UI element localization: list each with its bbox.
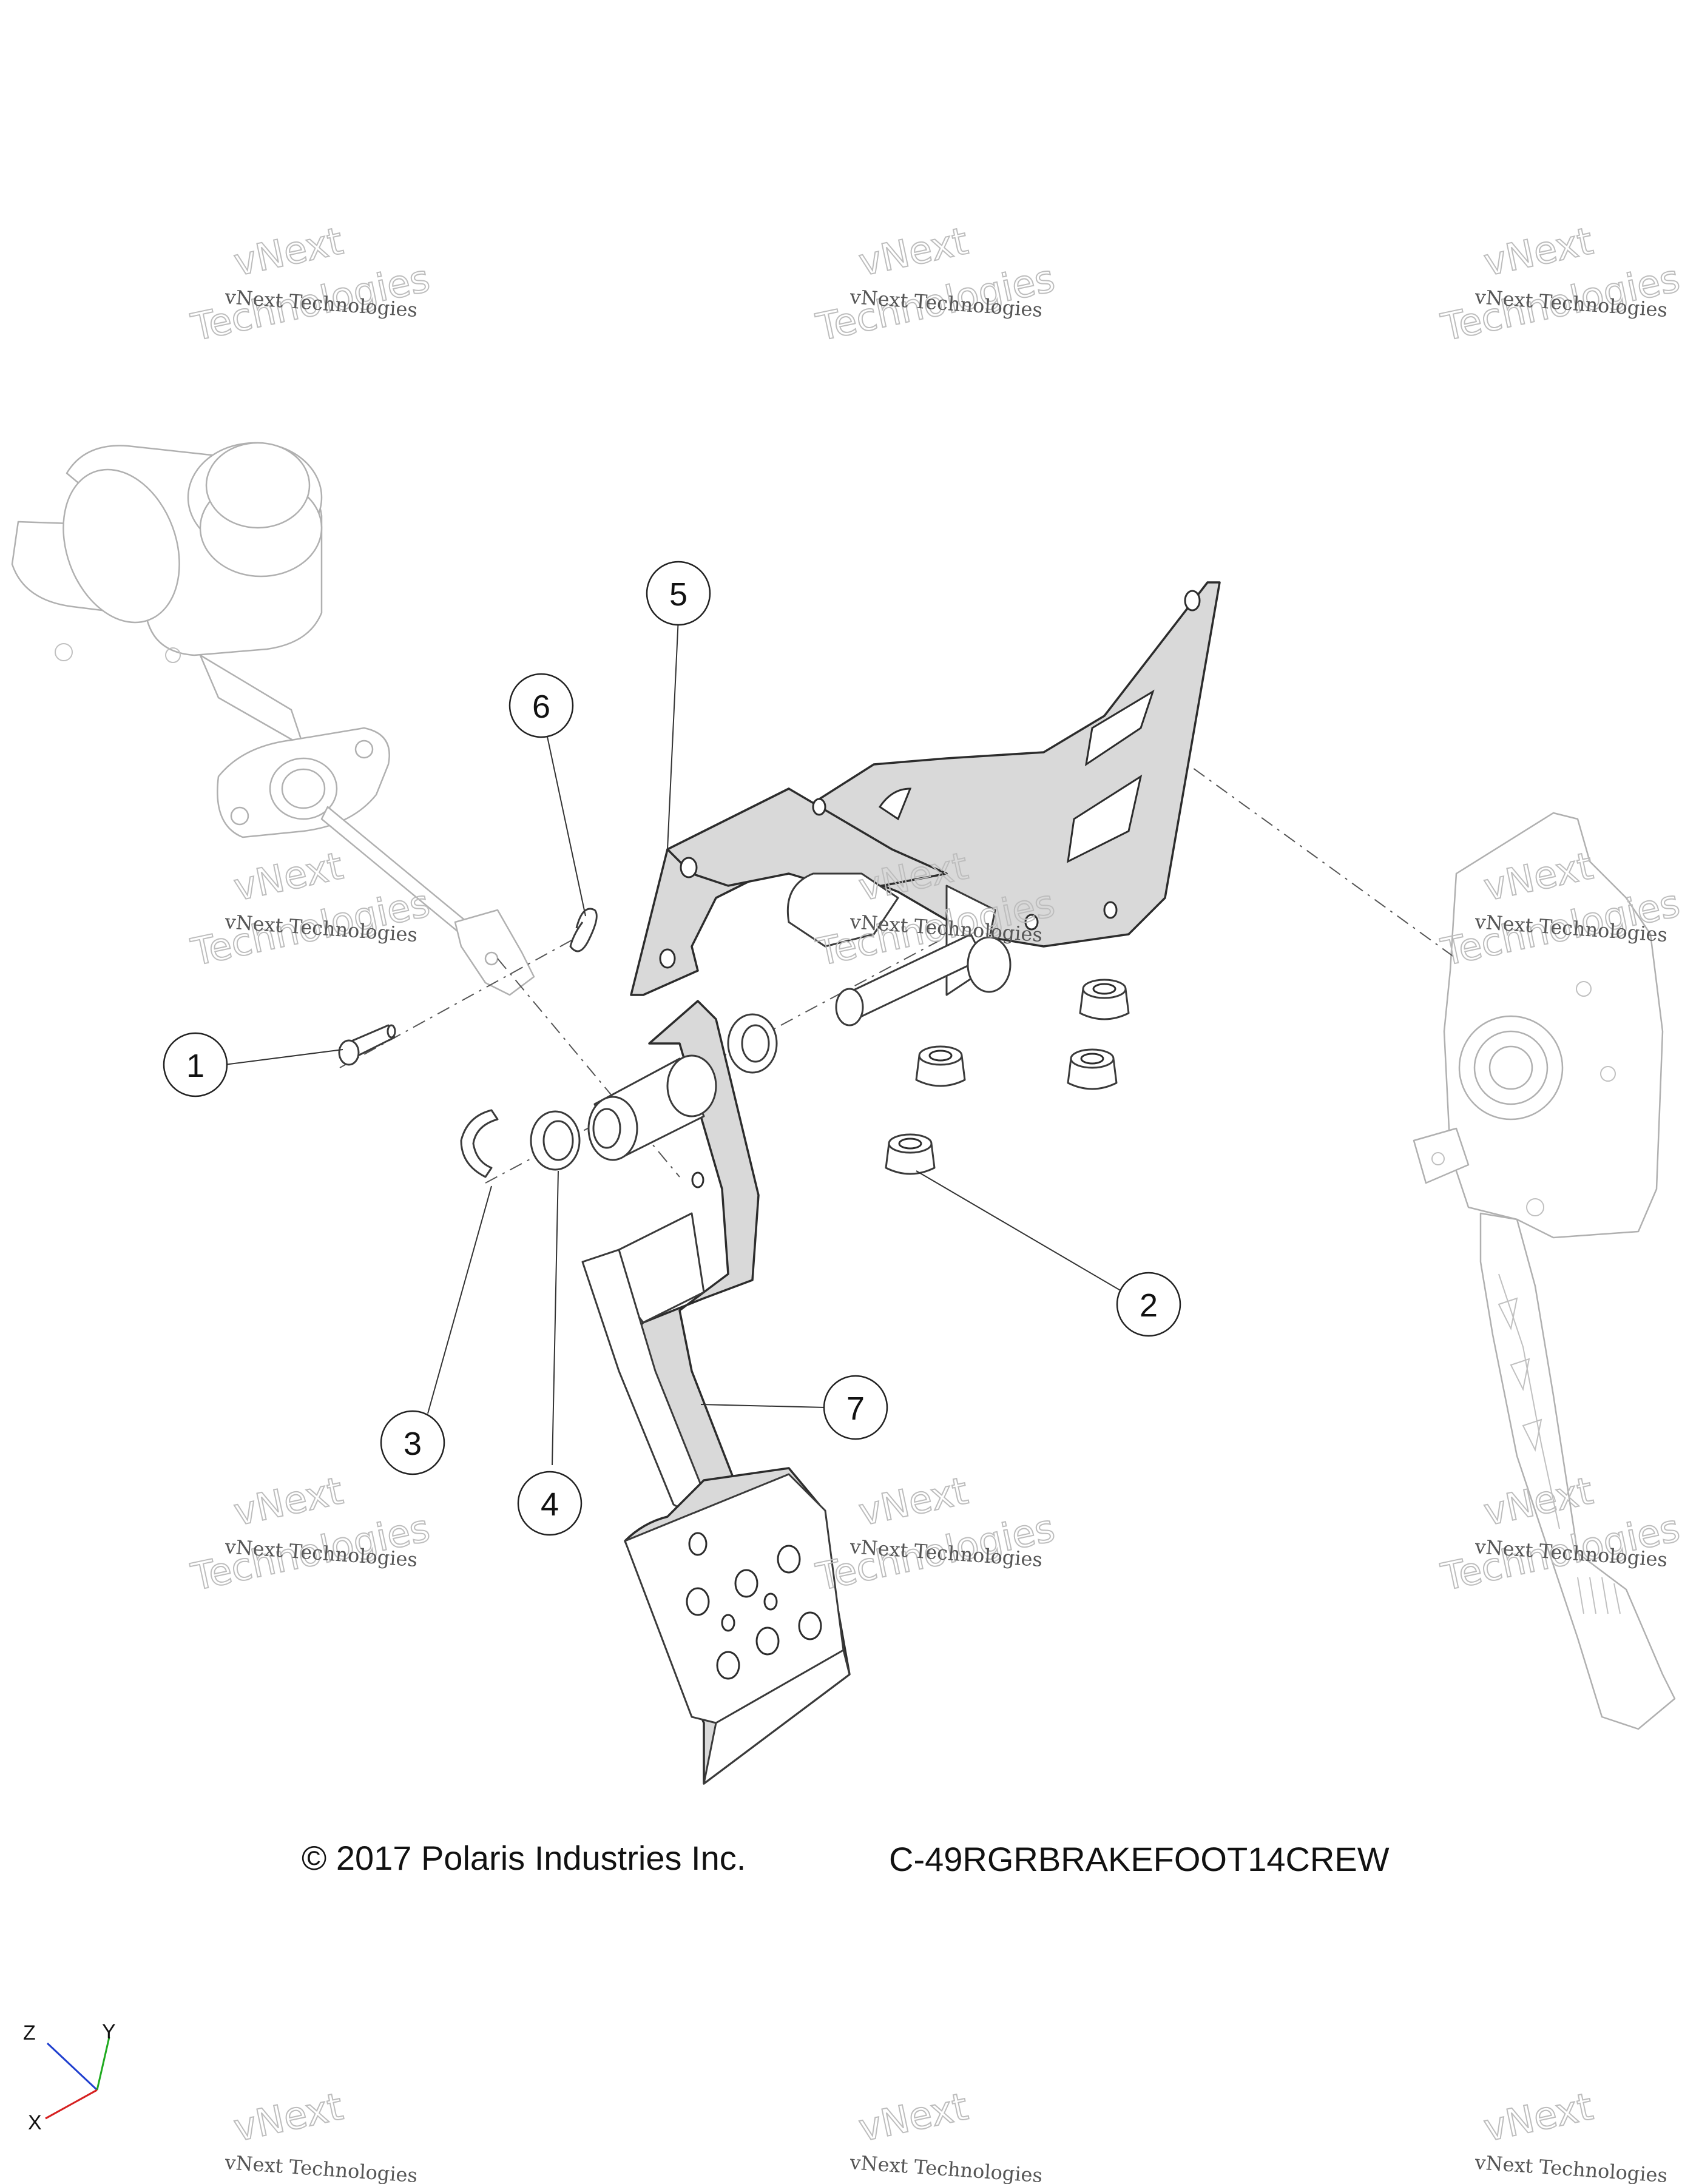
copyright-notice: © 2017 Polaris Industries Inc. bbox=[302, 1839, 746, 1877]
callout-4: 4 bbox=[517, 1471, 583, 1536]
watermark-r4c1: vNext vNext Technologies bbox=[223, 2083, 418, 2184]
clevis-pin-part-1 bbox=[338, 1024, 396, 1066]
x-axis-label: X bbox=[28, 2111, 42, 2134]
watermark-r1c1: vNext Technologies vNext Technologies bbox=[187, 218, 434, 350]
callout-1: 1 bbox=[163, 1032, 228, 1097]
svg-text:vNext: vNext bbox=[230, 2084, 346, 2150]
watermark-r1c2: vNext Technologies vNext Technologies bbox=[812, 218, 1059, 350]
svg-text:vNext: vNext bbox=[855, 2084, 971, 2150]
callout-7-label: 7 bbox=[846, 1390, 865, 1427]
svg-text:vNext Technologies: vNext Technologies bbox=[223, 2151, 418, 2184]
flange-washer-part-4 bbox=[530, 1110, 581, 1171]
z-axis-label: Z bbox=[23, 2021, 36, 2044]
watermark-r1c3: vNext Technologies vNext Technologies bbox=[1437, 218, 1684, 350]
watermark-r4c2: vNext vNext Technologies bbox=[848, 2083, 1043, 2184]
svg-text:vNext: vNext bbox=[1480, 2084, 1596, 2150]
callout-3-label: 3 bbox=[404, 1426, 422, 1462]
callout-6: 6 bbox=[508, 673, 574, 738]
master-cylinder-ghost bbox=[11, 442, 535, 996]
svg-text:vNext: vNext bbox=[855, 218, 971, 285]
callout-2-label: 2 bbox=[1140, 1287, 1158, 1324]
washer-ring bbox=[727, 1013, 778, 1074]
pivot-pin bbox=[835, 933, 1012, 1026]
svg-text:vNext: vNext bbox=[1480, 218, 1596, 285]
pedal-bracket-part-5 bbox=[630, 581, 1221, 996]
svg-text:vNext Technologies: vNext Technologies bbox=[1473, 2151, 1668, 2184]
accelerator-pedal-ghost bbox=[1413, 812, 1676, 1730]
callout-5: 5 bbox=[646, 561, 711, 626]
watermark-r4c3: vNext vNext Technologies bbox=[1473, 2083, 1668, 2184]
brake-pedal-part-7 bbox=[581, 1000, 851, 1785]
callout-2: 2 bbox=[1116, 1272, 1181, 1337]
z-axis-line bbox=[46, 2042, 98, 2091]
drawing-code: C-49RGRBRAKEFOOT14CREW bbox=[889, 1840, 1390, 1878]
callout-4-label: 4 bbox=[541, 1486, 559, 1523]
svg-text:vNext: vNext bbox=[230, 218, 346, 285]
callout-5-label: 5 bbox=[669, 576, 687, 613]
hairpin-clip-part-6 bbox=[569, 908, 598, 952]
callout-7: 7 bbox=[823, 1375, 888, 1440]
svg-text:vNext: vNext bbox=[230, 1468, 346, 1534]
y-axis-label: Y bbox=[102, 2020, 116, 2043]
callout-1-label: 1 bbox=[186, 1048, 204, 1084]
watermarks: vNext Technologies vNext Technologies vN… bbox=[187, 218, 1684, 2184]
svg-text:vNext Technologies: vNext Technologies bbox=[848, 2151, 1043, 2184]
svg-text:vNext: vNext bbox=[1480, 1468, 1596, 1534]
svg-text:vNext: vNext bbox=[230, 843, 346, 909]
callout-6-label: 6 bbox=[532, 689, 550, 725]
bushings-part-2 bbox=[885, 979, 1130, 1175]
e-clip-part-3 bbox=[460, 1109, 499, 1178]
y-axis-line bbox=[96, 2037, 110, 2091]
svg-text:vNext: vNext bbox=[855, 1468, 971, 1534]
watermark-r3c1: vNext Technologies vNext Technologies bbox=[187, 1468, 434, 1600]
axis-triad: Z Y X bbox=[23, 2020, 116, 2134]
x-axis-line bbox=[45, 2089, 98, 2120]
assembly-lines bbox=[339, 752, 1457, 1184]
watermark-r3c2: vNext Technologies vNext Technologies bbox=[812, 1468, 1059, 1600]
leader-lines bbox=[224, 617, 1129, 1466]
callout-3: 3 bbox=[380, 1410, 445, 1475]
